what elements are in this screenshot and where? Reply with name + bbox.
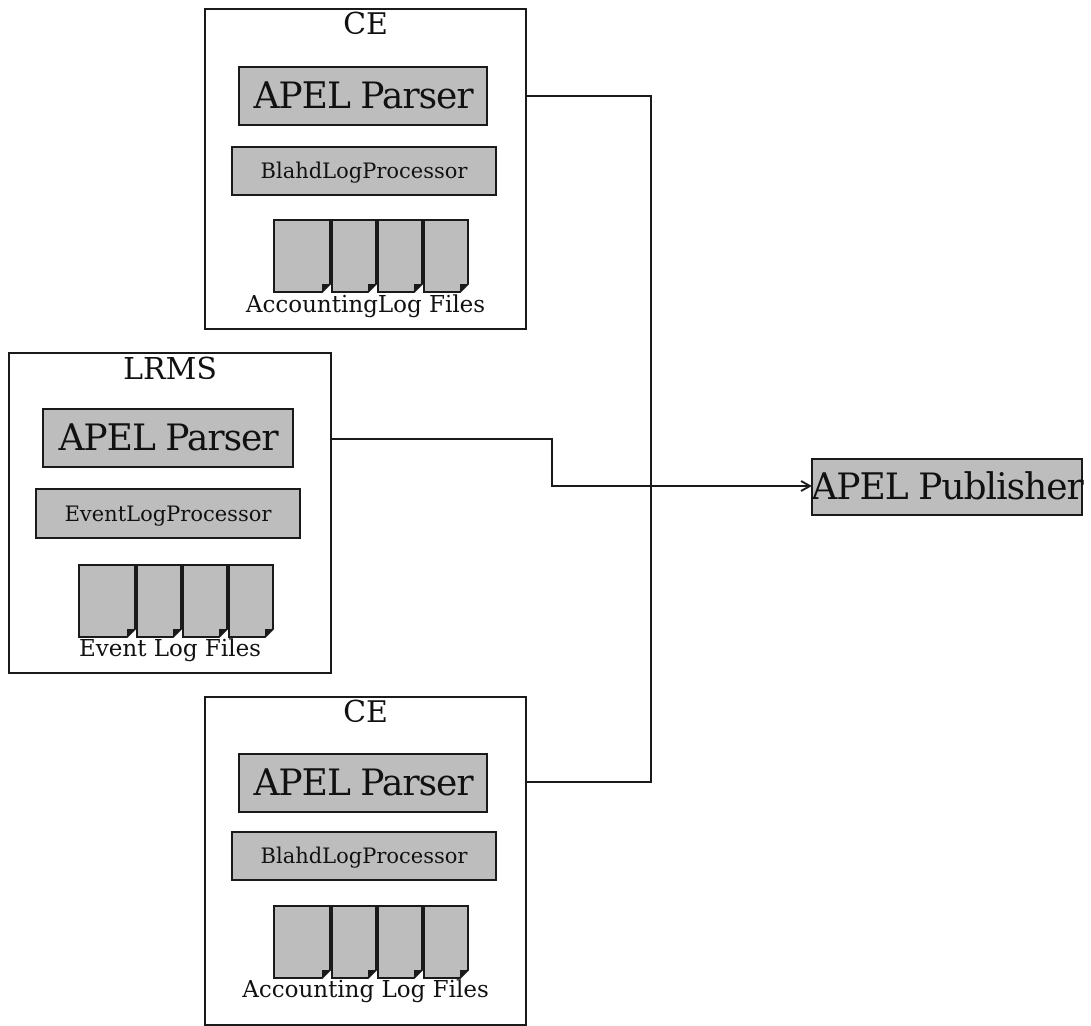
lrms-log-files-icon	[78, 564, 274, 638]
ce-bottom-log-files-icon	[273, 905, 469, 979]
ce-top-apel-parser-box[interactable]: APEL Parser	[238, 66, 488, 126]
ce-bottom-blahd-log-processor-box[interactable]: BlahdLogProcessor	[231, 831, 497, 881]
ce-bottom-files-label: Accounting Log Files	[242, 977, 489, 1003]
ce-top-title: CE	[343, 7, 388, 42]
lrms-apel-parser-box[interactable]: APEL Parser	[42, 408, 294, 468]
lrms-files-label: Event Log Files	[78, 636, 261, 662]
ce-bottom-apel-parser-box[interactable]: APEL Parser	[238, 753, 488, 813]
apel-publisher-box[interactable]: APEL Publisher	[811, 458, 1084, 516]
lrms-event-log-processor-box[interactable]: EventLogProcessor	[35, 488, 301, 539]
ce-top-blahd-log-processor-box[interactable]: BlahdLogProcessor	[231, 146, 497, 196]
ce-top-log-files-icon	[273, 219, 469, 293]
lrms-title: LRMS	[123, 352, 217, 387]
wire-lrms-to-publisher	[294, 438, 810, 486]
ce-bottom-title: CE	[343, 695, 388, 730]
ce-top-files-label: AccountingLog Files	[245, 292, 486, 318]
